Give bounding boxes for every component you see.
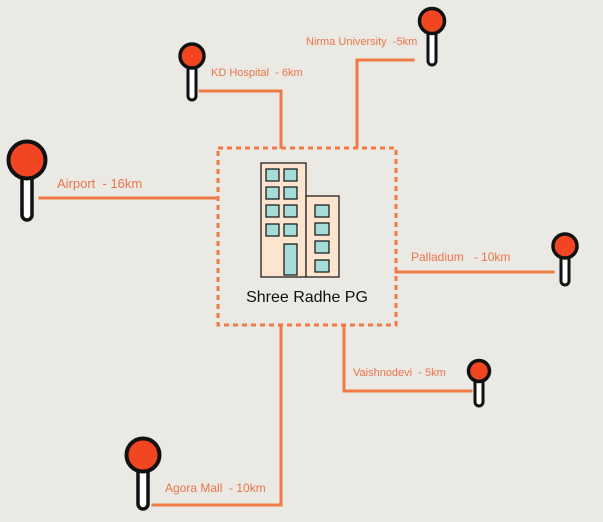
pin-airport[interactable] (6, 139, 48, 222)
label-vaishnodevi: Vaishnodevi - 5km (353, 367, 446, 379)
route-line-nirma (355, 58, 415, 149)
label-airport: Airport - 16km (57, 176, 143, 191)
route-line-agora (151, 323, 283, 507)
label-kd-hospital: KD Hospital - 6km (211, 67, 303, 79)
pin-nirma[interactable] (417, 6, 447, 67)
pin-agora-mall[interactable] (124, 436, 162, 511)
pin-kd-hospital[interactable] (178, 42, 206, 102)
label-agora-mall: Agora Mall - 10km (165, 481, 266, 495)
label-palladium: Palladium - 10km (411, 250, 511, 264)
label-nirma-university: Nirma University -5km (306, 36, 418, 48)
pin-palladium[interactable] (551, 232, 579, 287)
route-line-vaishnodevi (342, 323, 473, 393)
route-line-kd (198, 89, 283, 149)
property-name: Shree Radhe PG (246, 289, 368, 306)
pin-vaishnodevi[interactable] (466, 358, 492, 408)
building-icon (260, 162, 340, 278)
property-frame (216, 146, 398, 327)
